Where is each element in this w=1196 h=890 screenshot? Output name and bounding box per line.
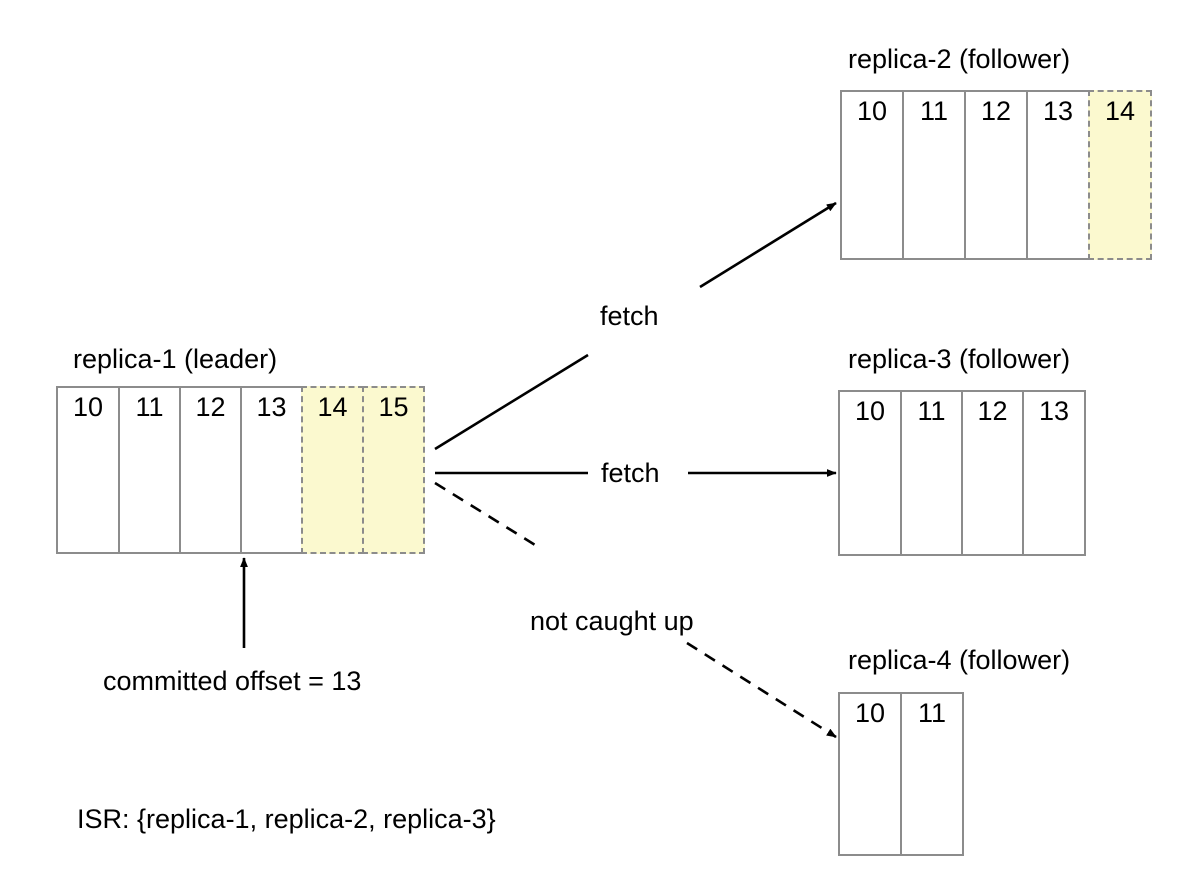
offset-label: 14 — [317, 392, 348, 422]
replica-2-cell-0: 10 — [840, 90, 904, 260]
offset-label: 11 — [135, 392, 164, 422]
offset-label: 10 — [854, 698, 886, 728]
replica-3-title: replica-3 (follower) — [848, 344, 1071, 374]
offset-label: 13 — [1042, 96, 1074, 126]
replica-3-cell-3: 13 — [1022, 390, 1086, 556]
offset-label: 13 — [256, 392, 287, 422]
replica-3-log: 10 11 12 13 — [838, 390, 1086, 556]
replica-4-title: replica-4 (follower) — [848, 645, 1071, 675]
replica-2-cell-3: 13 — [1026, 90, 1090, 260]
replica-1-log: 10 11 12 13 14 15 — [56, 386, 425, 554]
isr-annotation: ISR: {replica-1, replica-2, replica-3} — [77, 804, 496, 834]
offset-label: 10 — [854, 396, 886, 426]
edge-label-fetch-replica-2: fetch — [600, 301, 659, 331]
replica-2-title: replica-2 (follower) — [848, 44, 1071, 74]
replica-4-cell-1: 11 — [900, 692, 964, 856]
replica-3-cell-2: 12 — [961, 390, 1024, 556]
offset-label: 14 — [1104, 96, 1136, 126]
offset-label: 11 — [919, 96, 949, 126]
offset-label: 12 — [195, 392, 226, 422]
replica-1-cell-2: 12 — [179, 386, 242, 554]
offset-label: 11 — [917, 698, 947, 728]
replica-1-cell-1: 11 — [118, 386, 181, 554]
offset-label: 11 — [917, 396, 946, 426]
offset-label: 10 — [856, 96, 888, 126]
replica-2-cell-4-uncommitted: 14 — [1088, 90, 1152, 260]
replica-2-cell-1: 11 — [902, 90, 966, 260]
offset-label: 12 — [977, 396, 1008, 426]
offset-label: 10 — [72, 392, 104, 422]
replica-2-cell-2: 12 — [964, 90, 1028, 260]
edge-label-fetch-replica-3: fetch — [601, 458, 660, 488]
replica-1-cell-0: 10 — [56, 386, 120, 554]
replica-3-cell-1: 11 — [900, 390, 963, 556]
edge-label-not-caught-up: not caught up — [530, 606, 694, 636]
offset-label: 15 — [378, 392, 409, 422]
offset-label: 13 — [1038, 396, 1070, 426]
offset-label: 12 — [980, 96, 1012, 126]
replica-2-log: 10 11 12 13 14 — [840, 90, 1152, 260]
replica-4-cell-0: 10 — [838, 692, 902, 856]
replica-4-log: 10 11 — [838, 692, 964, 856]
replica-1-cell-5-uncommitted: 15 — [362, 386, 425, 554]
replica-1-title: replica-1 (leader) — [73, 344, 278, 374]
replica-3-cell-0: 10 — [838, 390, 902, 556]
committed-offset-annotation: committed offset = 13 — [103, 666, 362, 696]
replica-1-cell-3: 13 — [240, 386, 303, 554]
replica-1-cell-4-uncommitted: 14 — [301, 386, 364, 554]
